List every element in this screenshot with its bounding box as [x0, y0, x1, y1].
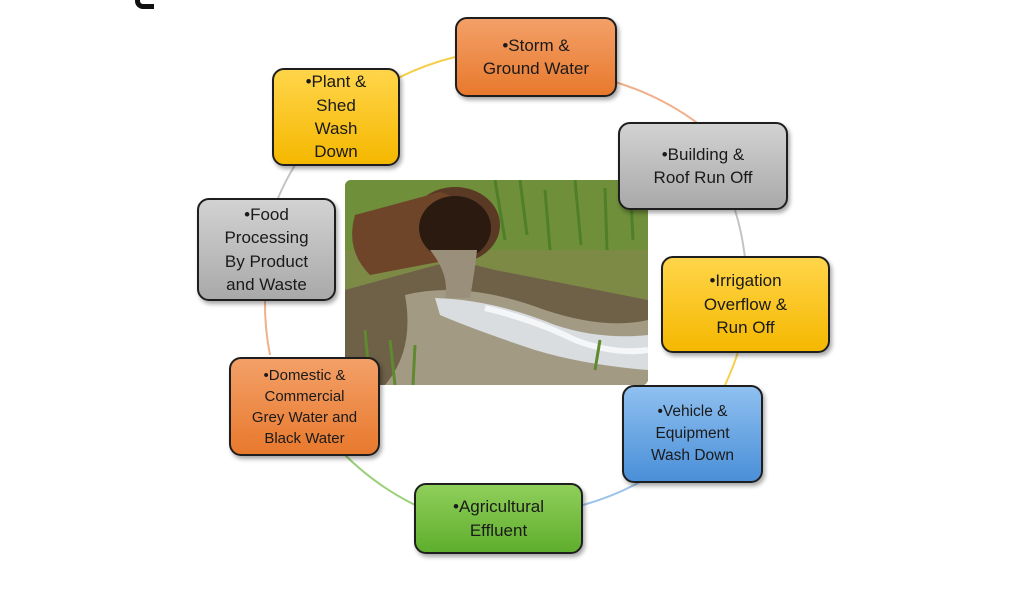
node-label: •Plant & Shed Wash Down — [305, 72, 367, 162]
node-food-processing: •Food Processing By Product and Waste — [197, 198, 336, 301]
node-vehicle-equipment-wash: •Vehicle & Equipment Wash Down — [622, 385, 763, 483]
node-domestic-commercial-water: •Domestic & Commercial Grey Water and Bl… — [229, 357, 380, 456]
ring-arc-plant-storm — [397, 56, 456, 79]
ring-arc-domestic-food — [263, 299, 271, 356]
ring-arc-food-plant — [277, 164, 296, 199]
node-label: •Storm & Ground Water — [482, 35, 590, 78]
ring-arc-storm-building — [614, 81, 701, 126]
ring-arc-building-irrigation — [734, 209, 746, 259]
node-label: •Agricultural Effluent — [453, 497, 544, 540]
cropped-heading-fragment — [135, 0, 154, 9]
node-irrigation-overflow: •Irrigation Overflow & Run Off — [661, 256, 830, 353]
node-storm-ground-water: •Storm & Ground Water — [455, 17, 617, 97]
drainage-pipe-photo — [345, 180, 648, 385]
node-label: •Domestic & Commercial Grey Water and Bl… — [251, 366, 358, 447]
node-plant-shed-wash: •Plant & Shed Wash Down — [272, 68, 400, 166]
pipe-illustration — [345, 180, 648, 385]
ring-arc-agri-domestic — [344, 454, 416, 506]
node-label: •Vehicle & Equipment Wash Down — [651, 403, 734, 464]
node-label: •Building & Roof Run Off — [653, 144, 753, 187]
node-building-roof-run-off: •Building & Roof Run Off — [618, 122, 788, 210]
ring-arc-irrigation-vehicle — [724, 351, 739, 386]
node-agricultural-effluent: •Agricultural Effluent — [414, 483, 583, 554]
node-label: •Food Processing By Product and Waste — [224, 204, 309, 294]
node-label: •Irrigation Overflow & Run Off — [703, 271, 788, 338]
ring-arc-vehicle-agri — [582, 481, 641, 506]
